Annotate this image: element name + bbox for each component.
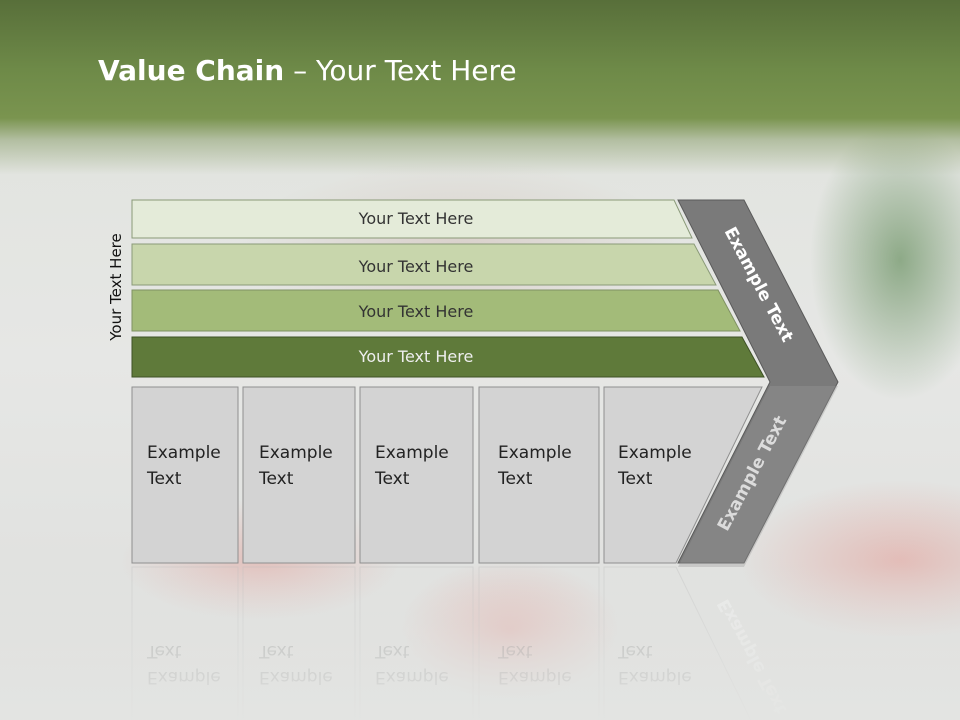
activity-box-3-line1: Example xyxy=(375,443,449,463)
value-band-2 xyxy=(131,243,717,286)
reflection-fade xyxy=(0,565,960,720)
activity-box-4: Example Text xyxy=(478,386,600,564)
activity-box-5: Example Text xyxy=(603,386,763,564)
activity-box-4-line2: Text xyxy=(497,469,533,489)
value-band-1-label: Your Text Here xyxy=(358,209,474,228)
activity-box-5-line1: Example xyxy=(618,443,692,463)
activity-box-3-line2: Text xyxy=(374,469,410,489)
activity-box-2-line1: Example xyxy=(259,443,333,463)
value-band-3 xyxy=(131,289,741,332)
slide-title: Value Chain – Your Text Here xyxy=(98,54,517,87)
activity-box-1: Example Text xyxy=(131,386,239,564)
title-rest-part: – Your Text Here xyxy=(284,54,517,87)
activity-box-5-line2: Text xyxy=(617,469,653,489)
header-band xyxy=(0,0,960,175)
value-band-4-label: Your Text Here xyxy=(358,347,474,366)
value-band-3-label: Your Text Here xyxy=(358,302,474,321)
activity-box-1-line1: Example xyxy=(147,443,221,463)
value-band-2-label: Your Text Here xyxy=(358,257,474,276)
activity-box-2: Example Text xyxy=(242,386,356,564)
activity-box-3: Example Text xyxy=(359,386,474,564)
activity-box-4-line1: Example xyxy=(498,443,572,463)
activity-box-1-line2: Text xyxy=(146,469,182,489)
value-band-4 xyxy=(131,336,765,378)
margin-chevron-arrow: Example Text Example Text xyxy=(677,199,839,564)
activity-box-2-line2: Text xyxy=(258,469,294,489)
title-bold-part: Value Chain xyxy=(98,54,285,87)
value-band-1 xyxy=(131,199,693,239)
